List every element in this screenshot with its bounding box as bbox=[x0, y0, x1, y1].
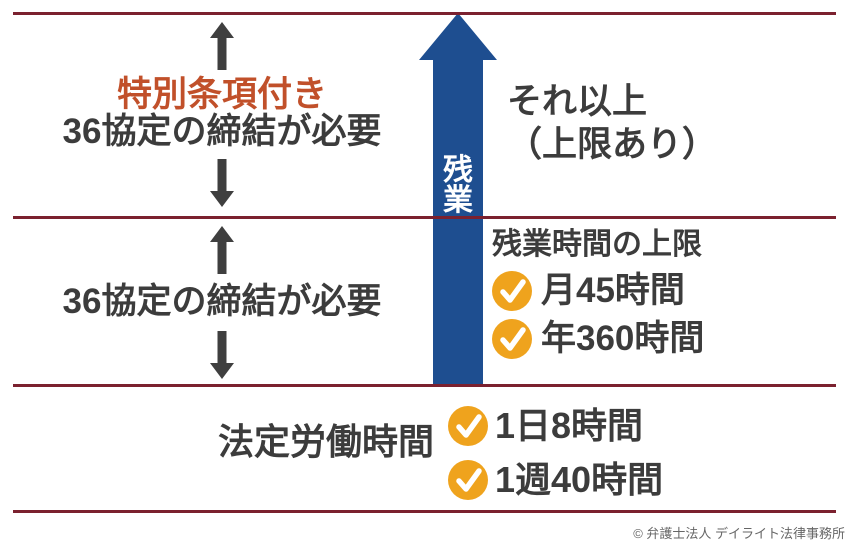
special-clause-section: 特別条項付き 36協定の締結が必要 bbox=[27, 22, 417, 207]
overtime-limits-block: 残業時間の上限 月45時間 年360時間 bbox=[492, 228, 704, 359]
overtime-limits-title: 残業時間の上限 bbox=[492, 228, 702, 261]
agreement-required-text: 36協定の締結が必要 bbox=[62, 282, 382, 321]
check-icon bbox=[448, 406, 488, 446]
range-down-arrow-icon bbox=[210, 159, 234, 207]
limit-item: 月45時間 bbox=[492, 271, 704, 311]
range-up-arrow-icon bbox=[210, 226, 234, 274]
range-down-arrow-icon bbox=[210, 331, 234, 379]
bottom-divider bbox=[13, 510, 836, 513]
checkmark-icon bbox=[456, 468, 482, 492]
special-clause-highlight: 特別条項付き bbox=[116, 75, 327, 114]
lower-divider bbox=[13, 384, 836, 387]
beyond-limit-note-line2: （上限あり） bbox=[507, 125, 718, 164]
top-divider bbox=[13, 12, 836, 15]
legal-item: 1週40時間 bbox=[448, 460, 663, 500]
legal-hours-items: 1日8時間 1週40時間 bbox=[448, 406, 663, 500]
check-icon bbox=[492, 319, 532, 359]
limit-item: 年360時間 bbox=[492, 319, 704, 359]
copyright-text: © 弁護士法人 デイライト法律事務所 bbox=[633, 526, 845, 541]
overtime-arrow-icon bbox=[419, 13, 497, 385]
limit-item-text: 年360時間 bbox=[541, 319, 705, 358]
middle-divider bbox=[13, 216, 836, 219]
check-icon bbox=[448, 460, 488, 500]
limit-item-text: 月45時間 bbox=[541, 271, 685, 310]
checkmark-icon bbox=[456, 414, 482, 438]
beyond-limit-note-line1: それ以上 bbox=[507, 82, 648, 121]
checkmark-icon bbox=[500, 279, 526, 303]
beyond-limit-note: それ以上 （上限あり） bbox=[507, 80, 717, 166]
legal-item-text: 1日8時間 bbox=[495, 405, 644, 446]
legal-item: 1日8時間 bbox=[448, 406, 663, 446]
agreement-section: 36協定の締結が必要 bbox=[27, 226, 417, 379]
check-icon bbox=[492, 271, 532, 311]
range-up-arrow-icon bbox=[210, 22, 234, 70]
legal-hours-label: 法定労働時間 bbox=[218, 421, 435, 462]
checkmark-icon bbox=[500, 327, 526, 351]
special-agreement-required-text: 36協定の締結が必要 bbox=[62, 112, 382, 151]
overtime-arrow-label: 残業 bbox=[443, 154, 473, 217]
legal-item-text: 1週40時間 bbox=[495, 459, 664, 500]
